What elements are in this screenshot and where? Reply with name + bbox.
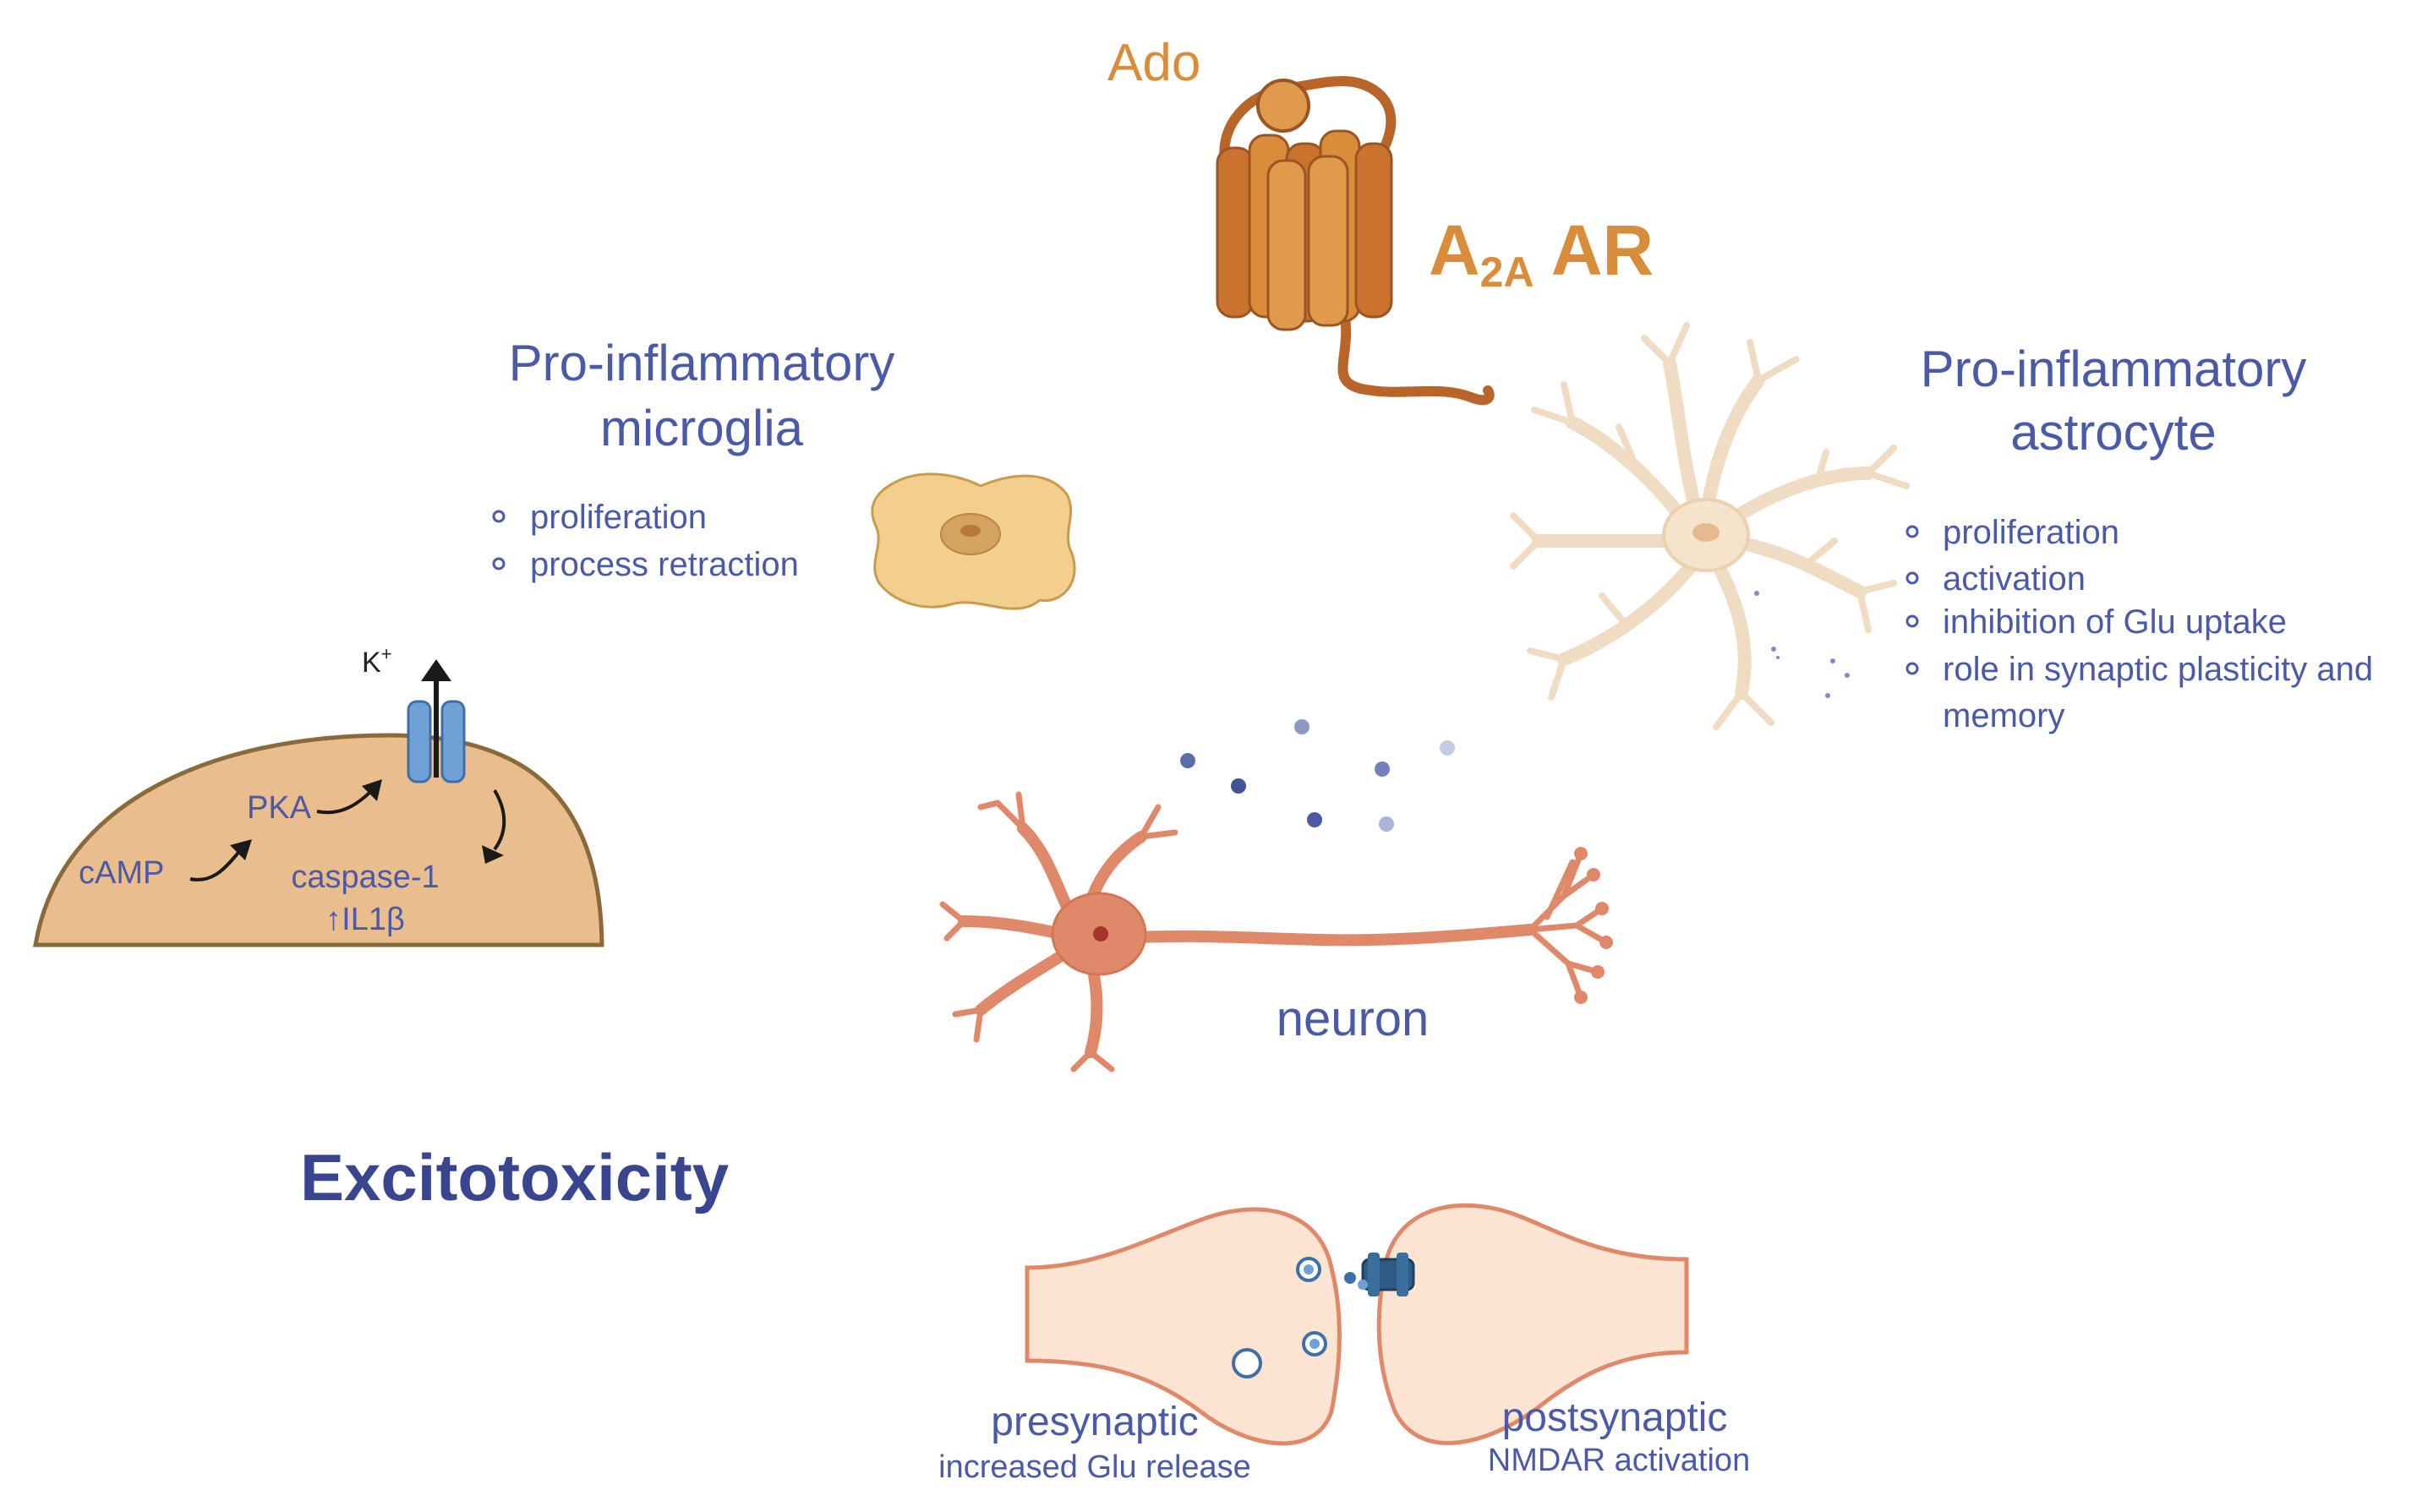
- adenosine-ligand: [1256, 79, 1310, 133]
- astrocyte-bullet-item: proliferation: [1943, 514, 2119, 551]
- astrocyte-bullet-item: role in synaptic plasticity and: [1943, 651, 2373, 688]
- bullet-icon: [1905, 662, 1919, 675]
- astrocyte-bullet-item: activation: [1943, 560, 2086, 598]
- postsynaptic-terminal: [1376, 1203, 1689, 1445]
- bullet-icon: [492, 557, 506, 570]
- excitotoxicity-title: Excitotoxicity: [300, 1140, 729, 1215]
- astrocyte-title-line1: Pro-inflammatory: [1921, 341, 2307, 397]
- microglia-bullet-item: proliferation: [530, 499, 707, 536]
- vesicle-icon: [1232, 1348, 1262, 1378]
- bullet-icon: [1905, 525, 1919, 538]
- microglia-cell-illustration: [871, 472, 1076, 610]
- microglia-membrane-illustration: [33, 659, 604, 947]
- microglia-title-line2: microglia: [600, 400, 804, 456]
- microglia-bullet-list: proliferation process retraction: [492, 499, 799, 583]
- astrocyte-cell-illustration: [1510, 322, 1910, 730]
- curved-arrow-icon: [316, 789, 374, 815]
- il1b-label: ↑IL1β: [325, 902, 405, 937]
- neuron-label: neuron: [1277, 991, 1430, 1046]
- a2a-receptor-illustration: [1216, 75, 1495, 406]
- presynaptic-terminal: [1025, 1207, 1342, 1446]
- k-channel-icon: [407, 700, 432, 783]
- astrocyte-bullet-item: inhibition of Glu uptake: [1943, 603, 2287, 641]
- astrocyte-title-line2: astrocyte: [2010, 404, 2216, 461]
- caspase-label: caspase-1: [291, 860, 439, 895]
- pathway-arrows: [189, 789, 506, 882]
- astrocyte-bullet-continuation: memory: [1943, 697, 2064, 734]
- astrocyte-bullet-list: proliferation activation inhibition of G…: [1905, 514, 2373, 734]
- neuron-illustration: [939, 791, 1613, 1073]
- bullet-icon: [492, 510, 506, 523]
- microglia-title-line1: Pro-inflammatory: [509, 335, 895, 391]
- curved-arrow-icon: [493, 789, 506, 851]
- curved-arrow-icon: [189, 848, 243, 882]
- presynaptic-label: presynaptic: [991, 1400, 1198, 1444]
- microglia-bullet-item: process retraction: [530, 546, 799, 583]
- camp-label: cAMP: [79, 855, 164, 891]
- presynaptic-detail: increased Glu release: [938, 1449, 1251, 1485]
- postsynaptic-label: postsynaptic: [1502, 1395, 1728, 1440]
- ligand-label: Ado: [1107, 34, 1200, 92]
- pka-label: PKA: [247, 790, 312, 826]
- ion-label: K+: [362, 643, 392, 679]
- receptor-name: A2A AR: [1429, 210, 1654, 296]
- bullet-icon: [1905, 571, 1919, 585]
- glutamate-dots-astrocyte: [1754, 591, 1850, 698]
- nmda-receptor-icon: [1344, 1253, 1415, 1296]
- postsynaptic-detail: NMDAR activation: [1488, 1443, 1750, 1478]
- bullet-icon: [1905, 614, 1919, 628]
- neurotransmitter-dots: [1180, 719, 1455, 832]
